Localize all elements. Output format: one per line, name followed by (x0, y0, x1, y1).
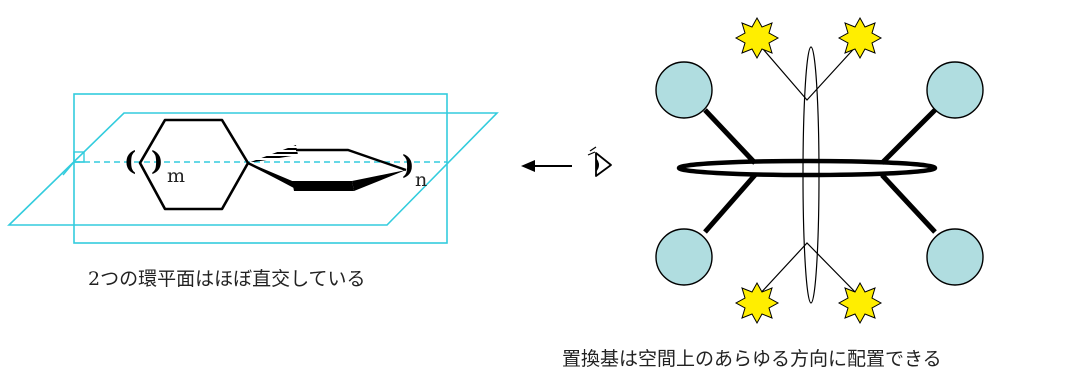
bond-star-bottom (756, 242, 861, 298)
paren-left-close: ) (151, 147, 163, 177)
star-bottom-right (837, 281, 883, 325)
bond-top-left (703, 108, 757, 165)
bond-top-right (880, 108, 937, 165)
bond-star-top (756, 41, 861, 101)
star-top-right (837, 16, 883, 60)
paren-right-close: ) (402, 151, 414, 181)
solid-wedge-right (352, 170, 406, 191)
ball-top-left (655, 61, 713, 119)
ball-top-right (926, 61, 984, 119)
paren-left-open: ( (124, 147, 136, 177)
eye-icon (587, 146, 612, 177)
vertical-plane (73, 93, 448, 244)
left-ring (138, 118, 250, 211)
left-caption: 2つの環平面はほぼ直交している (88, 268, 366, 290)
right-caption: 置換基は空間上のあらゆる方向に配置できる (562, 348, 942, 370)
spiro-diagram: ( ) ) m n (7, 93, 499, 244)
substituent-diagram (655, 16, 984, 325)
right-ring-edge (247, 161, 295, 188)
ball-bottom-right (926, 228, 984, 286)
horizontal-plane (7, 112, 499, 226)
ball-bottom-left (655, 228, 713, 286)
star-bottom-left (734, 281, 780, 325)
right-ring-top (296, 148, 407, 172)
hashed-wedge (248, 145, 298, 163)
vertical-ring-ellipse (802, 46, 820, 304)
subscript-m: m (167, 165, 185, 187)
viewer (521, 146, 612, 177)
right-ring-bottom (292, 181, 354, 191)
bond-bottom-left (703, 173, 757, 234)
subscript-n: n (415, 169, 427, 191)
left-arrow-icon (521, 160, 572, 172)
star-top-left (734, 16, 780, 60)
bond-bottom-right (880, 173, 937, 234)
horizontal-ring-ellipse (676, 158, 938, 178)
